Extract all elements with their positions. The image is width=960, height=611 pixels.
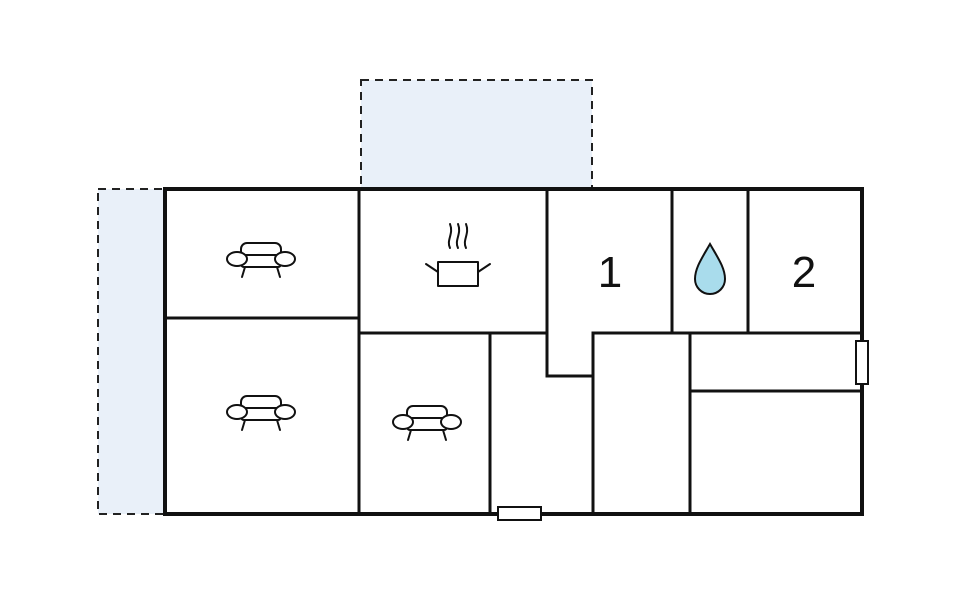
interior-walls bbox=[163, 187, 864, 516]
door-marker-bottom bbox=[497, 506, 542, 521]
bedroom-2-label: 2 bbox=[792, 248, 816, 297]
sofa-icon bbox=[392, 405, 462, 441]
bedroom-1-label: 1 bbox=[598, 248, 622, 297]
water-drop-icon bbox=[693, 241, 727, 295]
terrace-top bbox=[360, 79, 593, 189]
terrace-left bbox=[97, 188, 165, 515]
window-marker-right bbox=[855, 340, 869, 385]
sofa-icon bbox=[226, 395, 296, 431]
outer-wall bbox=[163, 187, 864, 516]
sofa-icon bbox=[226, 242, 296, 278]
cooking-pot-icon bbox=[425, 223, 491, 287]
